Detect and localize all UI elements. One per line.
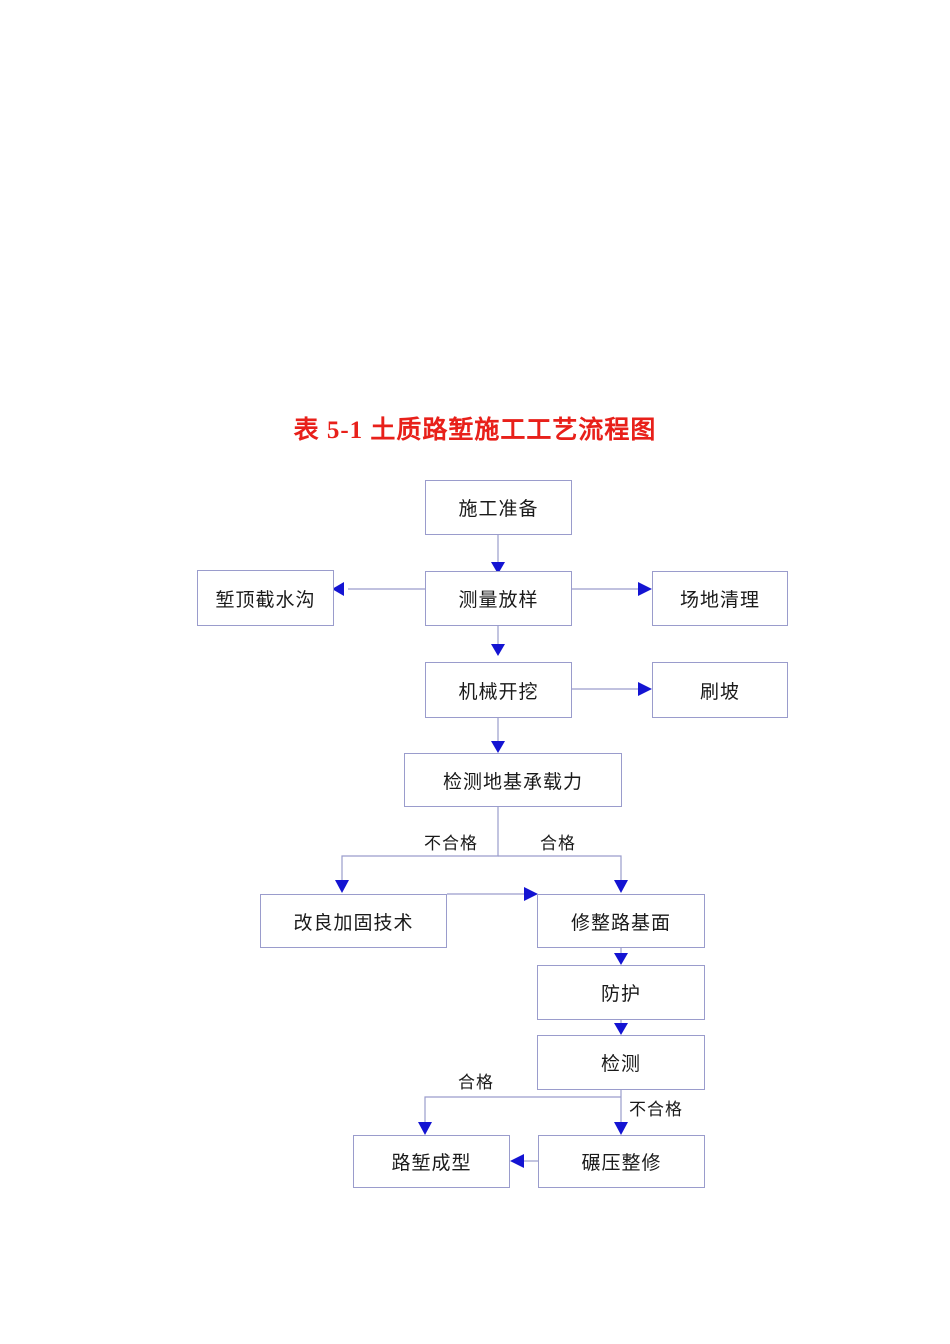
node-label: 测量放样 — [458, 590, 539, 611]
node-excavate[interactable]: 机械开挖 — [425, 662, 572, 718]
arrowhead-bearingtest-reinforce — [335, 880, 349, 893]
arrowhead-survey-excavate — [491, 644, 505, 656]
arrowhead-prep-survey — [491, 562, 505, 574]
arrowhead-reinforce-trimbase — [524, 887, 538, 901]
node-trimbase[interactable]: 修整路基面 — [537, 894, 705, 948]
node-survey[interactable]: 测量放样 — [425, 571, 572, 626]
arrowhead-excavate-slope — [638, 682, 652, 696]
arrowhead-inspect-shaped — [418, 1122, 432, 1135]
page-title: 表 5-1 土质路堑施工工艺流程图 — [293, 417, 657, 444]
arrowhead-compact-shaped — [510, 1154, 524, 1168]
node-label: 检测 — [600, 1054, 641, 1075]
arrowhead-survey-siteclear — [638, 582, 652, 596]
arrowhead-trimbase-protect — [614, 953, 628, 965]
edge-bearingtest-reinforce — [341, 807, 499, 884]
node-shaped[interactable]: 路堑成型 — [353, 1135, 510, 1188]
node-label: 防护 — [600, 984, 641, 1005]
edge-label-fail-bearing: 不合格 — [424, 834, 478, 853]
node-reinforce[interactable]: 改良加固技术 — [260, 894, 447, 948]
edge-label-pass-bearing: 合格 — [540, 834, 576, 853]
node-prep[interactable]: 施工准备 — [425, 480, 572, 535]
node-label: 刷坡 — [699, 681, 740, 703]
node-label: 堑顶截水沟 — [215, 589, 316, 611]
arrowhead-bearingtest-trimbase — [614, 880, 628, 893]
node-label: 检测地基承载力 — [442, 771, 583, 793]
node-label: 场地清理 — [679, 590, 760, 611]
node-slope[interactable]: 刷坡 — [652, 662, 788, 718]
node-label: 改良加固技术 — [293, 912, 414, 934]
node-label: 机械开挖 — [458, 681, 539, 703]
arrowhead-survey-ditch — [332, 582, 344, 596]
edge-label-pass-inspect: 合格 — [458, 1073, 494, 1092]
node-inspect[interactable]: 检测 — [537, 1035, 705, 1090]
node-compact[interactable]: 碾压整修 — [538, 1135, 705, 1188]
node-label: 路堑成型 — [391, 1153, 472, 1174]
node-label: 碾压整修 — [581, 1153, 662, 1174]
arrowhead-protect-inspect — [614, 1023, 628, 1035]
arrowhead-excavate-bearingtest — [491, 741, 505, 753]
node-label: 修整路基面 — [570, 912, 671, 934]
edge-inspect-shaped — [424, 1096, 621, 1126]
edge-label-fail-inspect: 不合格 — [629, 1100, 683, 1119]
node-siteclear[interactable]: 场地清理 — [652, 571, 788, 626]
node-ditch[interactable]: 堑顶截水沟 — [197, 570, 334, 626]
node-label: 施工准备 — [458, 499, 539, 520]
edge-bearingtest-trimbase — [498, 855, 622, 884]
node-bearingtest[interactable]: 检测地基承载力 — [404, 753, 622, 807]
node-protect[interactable]: 防护 — [537, 965, 705, 1020]
arrowhead-inspect-compact — [614, 1122, 628, 1135]
